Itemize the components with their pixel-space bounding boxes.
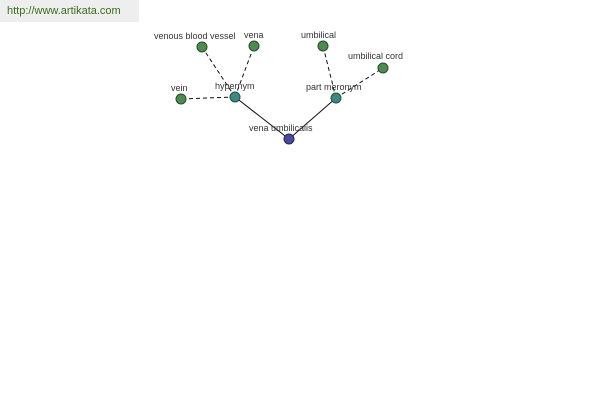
edge-part-meronym-umbilical-cord: [335, 67, 384, 99]
node-umbilical-cord[interactable]: [377, 62, 389, 74]
label-hypernym[interactable]: hypernym: [215, 81, 255, 91]
label-venous-blood-vessel[interactable]: venous blood vessel: [154, 31, 236, 41]
node-vena[interactable]: [248, 40, 260, 52]
site-url-link[interactable]: http://www.artikata.com: [7, 5, 121, 17]
label-root[interactable]: vena umbilicalis: [249, 123, 313, 133]
label-umbilical-cord[interactable]: umbilical cord: [348, 51, 403, 61]
node-root[interactable]: [283, 133, 295, 145]
edge-part-meronym-umbilical: [322, 45, 337, 99]
edge-hypernym-venous-blood-vessel: [201, 46, 236, 98]
node-umbilical[interactable]: [317, 40, 329, 52]
edge-hypernym-vena: [234, 45, 255, 98]
edge-root-hypernym: [234, 96, 290, 140]
node-venous-blood-vessel[interactable]: [196, 41, 208, 53]
node-part-meronym[interactable]: [330, 92, 342, 104]
node-hypernym[interactable]: [229, 91, 241, 103]
label-part-meronym[interactable]: part meronym: [306, 82, 362, 92]
url-banner: http://www.artikata.com: [0, 0, 139, 22]
label-vena[interactable]: vena: [244, 30, 264, 40]
label-umbilical[interactable]: umbilical: [301, 30, 336, 40]
node-vein[interactable]: [175, 93, 187, 105]
edge-root-part-meronym: [288, 97, 337, 140]
label-vein[interactable]: vein: [171, 83, 188, 93]
edge-hypernym-vein: [180, 96, 236, 100]
